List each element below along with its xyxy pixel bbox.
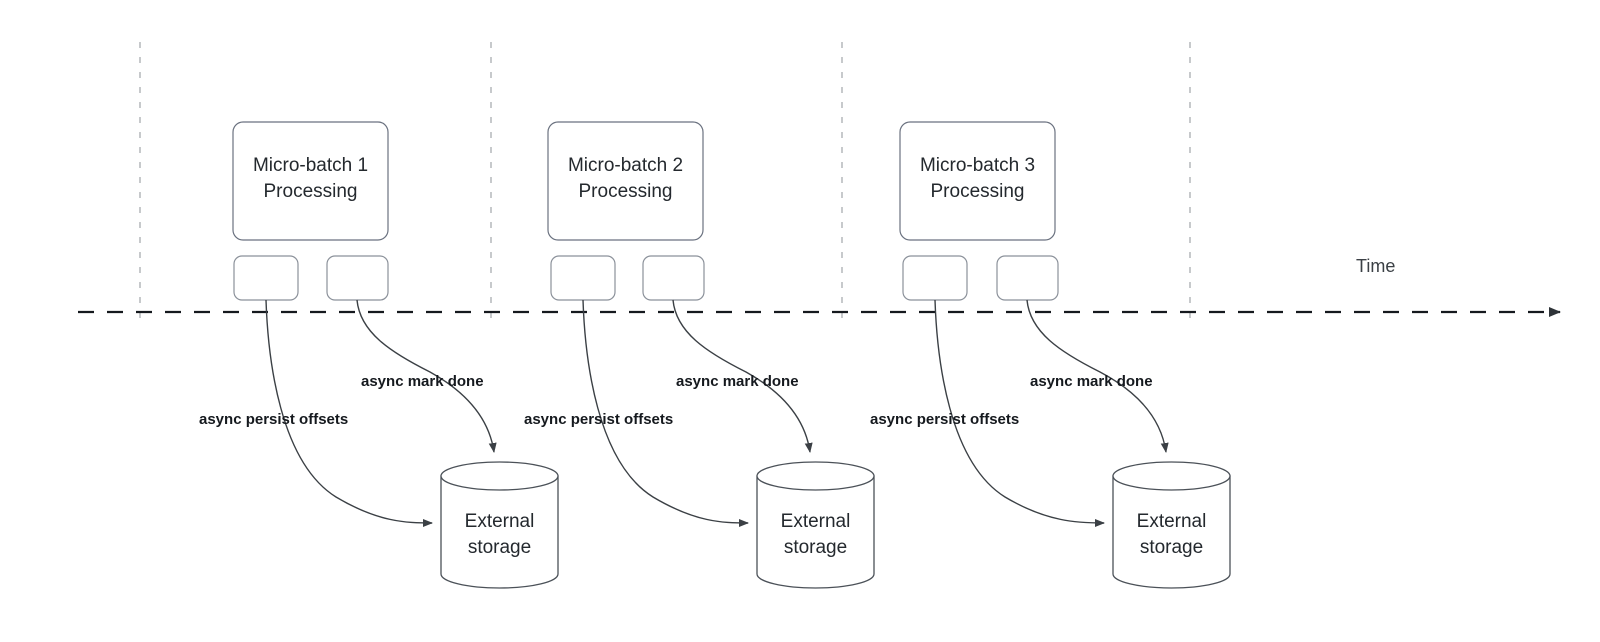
edge-persist-3-label: async persist offsets bbox=[870, 411, 1019, 428]
micro-batch-box-3-line1: Micro-batch 3 bbox=[920, 155, 1035, 176]
edge-persist-2-label: async persist offsets bbox=[524, 411, 673, 428]
micro-batch-box-2-line1: Micro-batch 2 bbox=[568, 155, 683, 176]
edge-persist-1-label: async persist offsets bbox=[199, 411, 348, 428]
small-box-3a[interactable] bbox=[902, 255, 968, 301]
external-storage-cylinder-3[interactable]: External storage bbox=[1112, 461, 1231, 589]
micro-batch-box-1-line2: Processing bbox=[264, 181, 358, 202]
small-box-3b[interactable] bbox=[996, 255, 1059, 301]
micro-batch-box-3-line2: Processing bbox=[931, 181, 1025, 202]
group-3: Micro-batch 3 Processing async persist o… bbox=[870, 121, 1231, 589]
external-storage-3-line2: storage bbox=[1140, 537, 1203, 558]
external-storage-2-line1: External bbox=[781, 511, 851, 532]
edge-persist-3 bbox=[934, 299, 1105, 527]
small-box-1a[interactable] bbox=[233, 255, 299, 301]
edge-markdone-2 bbox=[672, 299, 813, 453]
group-1: Micro-batch 1 Processing async persist o… bbox=[199, 121, 559, 589]
edge-markdone-1-label: async mark done bbox=[361, 373, 484, 390]
edge-persist-1 bbox=[265, 299, 433, 527]
small-box-1b[interactable] bbox=[326, 255, 389, 301]
external-storage-1-line2: storage bbox=[468, 537, 531, 558]
edge-markdone-3-label: async mark done bbox=[1030, 373, 1153, 390]
edge-persist-2 bbox=[582, 299, 749, 527]
external-storage-cylinder-1[interactable]: External storage bbox=[440, 461, 559, 589]
small-box-2b[interactable] bbox=[642, 255, 705, 301]
external-storage-3-line1: External bbox=[1137, 511, 1207, 532]
small-box-2a[interactable] bbox=[550, 255, 616, 301]
external-storage-cylinder-2[interactable]: External storage bbox=[756, 461, 875, 589]
micro-batch-box-3[interactable] bbox=[899, 121, 1056, 241]
edge-markdone-3 bbox=[1026, 299, 1169, 453]
micro-batch-box-1-line1: Micro-batch 1 bbox=[253, 155, 368, 176]
tick-line-group bbox=[139, 42, 1191, 318]
external-storage-1-line1: External bbox=[465, 511, 535, 532]
external-storage-2-line2: storage bbox=[784, 537, 847, 558]
time-axis-label: Time bbox=[1356, 256, 1395, 276]
micro-batch-box-1[interactable] bbox=[232, 121, 389, 241]
group-2: Micro-batch 2 Processing async persist o… bbox=[524, 121, 875, 589]
edge-markdone-1 bbox=[356, 299, 497, 453]
micro-batch-box-2[interactable] bbox=[547, 121, 704, 241]
micro-batch-box-2-line2: Processing bbox=[579, 181, 673, 202]
edge-markdone-2-label: async mark done bbox=[676, 373, 799, 390]
